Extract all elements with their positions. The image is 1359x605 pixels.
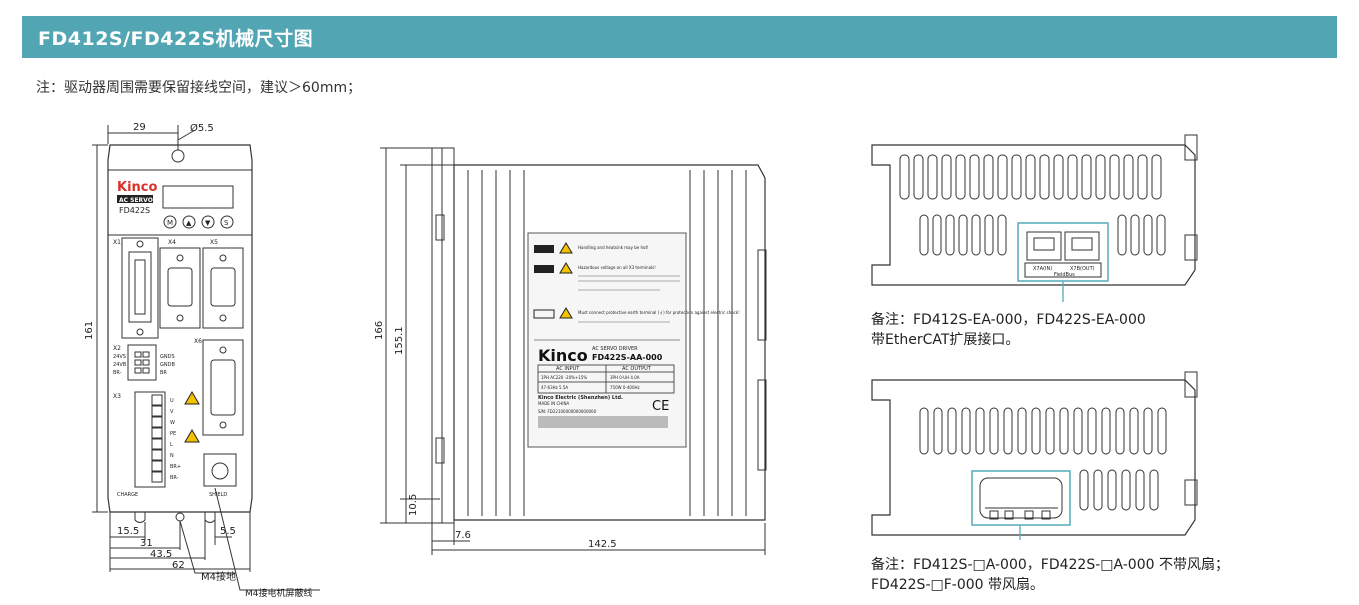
svg-text:X5: X5	[210, 239, 218, 246]
rj45-port-in	[1026, 231, 1062, 261]
shield-leader-label: M4接电机屏蔽线	[245, 587, 313, 599]
svg-text:AC OUTPUT: AC OUTPUT	[622, 366, 652, 372]
svg-text:X2: X2	[113, 345, 121, 352]
warning-icon	[184, 429, 200, 443]
nameplate-model: FD422S-AA-000	[592, 353, 663, 362]
svg-text:W: W	[170, 420, 175, 426]
svg-text:Handling and heatsink may be h: Handling and heatsink may be hot!	[578, 245, 649, 250]
top-view-ethercat: X7A(IN) X7B(OUT) FieldBus	[871, 134, 1198, 302]
dim-top-width: 29	[133, 122, 146, 133]
warning-icon	[184, 391, 200, 405]
svg-text:24VS: 24VS	[113, 354, 126, 360]
svg-text:N: N	[170, 453, 174, 459]
dim-b5: 5.5	[220, 526, 236, 537]
svg-text:X6: X6	[194, 338, 202, 345]
x4-connector	[159, 247, 201, 329]
ce-mark: CE	[652, 399, 669, 414]
svg-text:24VB: 24VB	[113, 362, 127, 368]
svg-text:BR+: BR+	[170, 464, 181, 470]
ground-leader-label: M4接地	[201, 570, 236, 583]
svg-text:V: V	[170, 409, 174, 415]
dim-side-w1: 7.6	[455, 530, 471, 541]
top-view-fan	[871, 371, 1198, 540]
nameplate-brand: Kinco	[538, 346, 588, 365]
front-model: FD422S	[119, 206, 150, 215]
svg-text:U: U	[170, 398, 174, 404]
svg-text:SHIELD: SHIELD	[209, 492, 227, 498]
svg-text:GNDB: GNDB	[160, 362, 175, 368]
btn-s-icon	[220, 215, 234, 229]
svg-text:M: M	[167, 219, 173, 227]
dim-side-h1: 166	[374, 321, 385, 340]
fan-highlight	[971, 470, 1071, 526]
svg-text:X1: X1	[113, 239, 121, 246]
svg-text:PE: PE	[170, 431, 176, 437]
title-bar: FD412S/FD422S机械尺寸图	[22, 16, 1337, 58]
svg-text:AC INPUT: AC INPUT	[556, 366, 580, 372]
front-brand-logo: Kinco	[117, 180, 157, 195]
btn-m-icon	[163, 215, 177, 229]
svg-text:▲: ▲	[186, 219, 192, 227]
fan-caption: 备注：FD412S-□A-000，FD422S-□A-000 不带风扇； FD4…	[871, 557, 1229, 593]
display-window	[162, 185, 234, 209]
side-view: Handling and heatsink may be hot! Hazard…	[374, 147, 767, 555]
svg-text:BR: BR	[160, 370, 167, 376]
dim-b2: 31	[140, 538, 153, 549]
svg-text:3PH 0-UH 4.0A: 3PH 0-UH 4.0A	[610, 375, 640, 380]
btn-up-icon	[182, 215, 196, 229]
svg-text:BR-: BR-	[113, 370, 122, 376]
x3-terminal-block	[134, 391, 166, 488]
svg-text:Hazardous voltage on all X3 te: Hazardous voltage on all X3 terminals!	[578, 265, 656, 270]
svg-text:FieldBus: FieldBus	[1054, 272, 1075, 278]
dim-b1: 15.5	[117, 526, 139, 537]
svg-text:S: S	[224, 219, 229, 227]
svg-text:Kinco Electric (Shenzhen) Ltd.: Kinco Electric (Shenzhen) Ltd.	[538, 395, 623, 401]
ethercat-caption: 备注：FD412S-EA-000，FD422S-EA-000 带EtherCAT…	[871, 312, 1146, 348]
installation-note: 注：驱动器周围需要保留接线空间，建议＞60mm；	[36, 80, 362, 96]
svg-text:47-63Hz 5.5A: 47-63Hz 5.5A	[541, 385, 568, 390]
front-brand-sub: AC SERVO	[119, 197, 153, 204]
barcode-area	[538, 416, 668, 428]
x1-connector	[121, 237, 159, 339]
dim-side-w2: 142.5	[588, 539, 617, 550]
svg-text:X7A(IN): X7A(IN)	[1033, 266, 1052, 272]
svg-text:1PH AC220 -20%+15%: 1PH AC220 -20%+15%	[541, 375, 587, 380]
svg-text:GNDS: GNDS	[160, 354, 175, 360]
dim-side-h3: 10.5	[408, 494, 419, 516]
svg-text:Must connect protective earth: Must connect protective earth terminal (…	[578, 309, 740, 315]
svg-text:X4: X4	[168, 239, 176, 246]
dim-hole: Ø5.5	[190, 122, 214, 134]
svg-text:MADE IN CHINA: MADE IN CHINA	[538, 401, 569, 406]
svg-text:BR-: BR-	[170, 475, 179, 481]
rj45-port-out	[1064, 231, 1100, 261]
x2-connector	[127, 344, 157, 381]
dim-b3: 43.5	[150, 549, 172, 560]
svg-text:750W 0-400Hz: 750W 0-400Hz	[610, 385, 640, 390]
svg-text:S/N: FD22100000000000000: S/N: FD22100000000000000	[538, 409, 597, 414]
dim-b4: 62	[172, 560, 185, 571]
svg-text:X3: X3	[113, 393, 121, 400]
dim-height: 161	[84, 321, 95, 340]
x6-connector	[202, 339, 244, 436]
svg-text:L: L	[170, 442, 173, 448]
btn-down-icon	[201, 215, 215, 229]
svg-text:▼: ▼	[205, 219, 211, 227]
mount-hole-top	[171, 149, 185, 163]
page-title: FD412S/FD422S机械尺寸图	[38, 28, 314, 50]
dim-side-h2: 155.1	[394, 326, 405, 355]
shield-terminal	[203, 453, 237, 487]
fan-icon	[979, 477, 1063, 519]
front-view: Kinco AC SERVO FD422S M ▲ ▼ S X1 X4 X5 X…	[84, 122, 320, 599]
svg-text:CHARGE: CHARGE	[117, 492, 138, 498]
svg-text:AC SERVO DRIVER: AC SERVO DRIVER	[592, 346, 638, 352]
svg-text:X7B(OUT): X7B(OUT)	[1070, 266, 1095, 272]
x5-connector	[202, 247, 244, 329]
